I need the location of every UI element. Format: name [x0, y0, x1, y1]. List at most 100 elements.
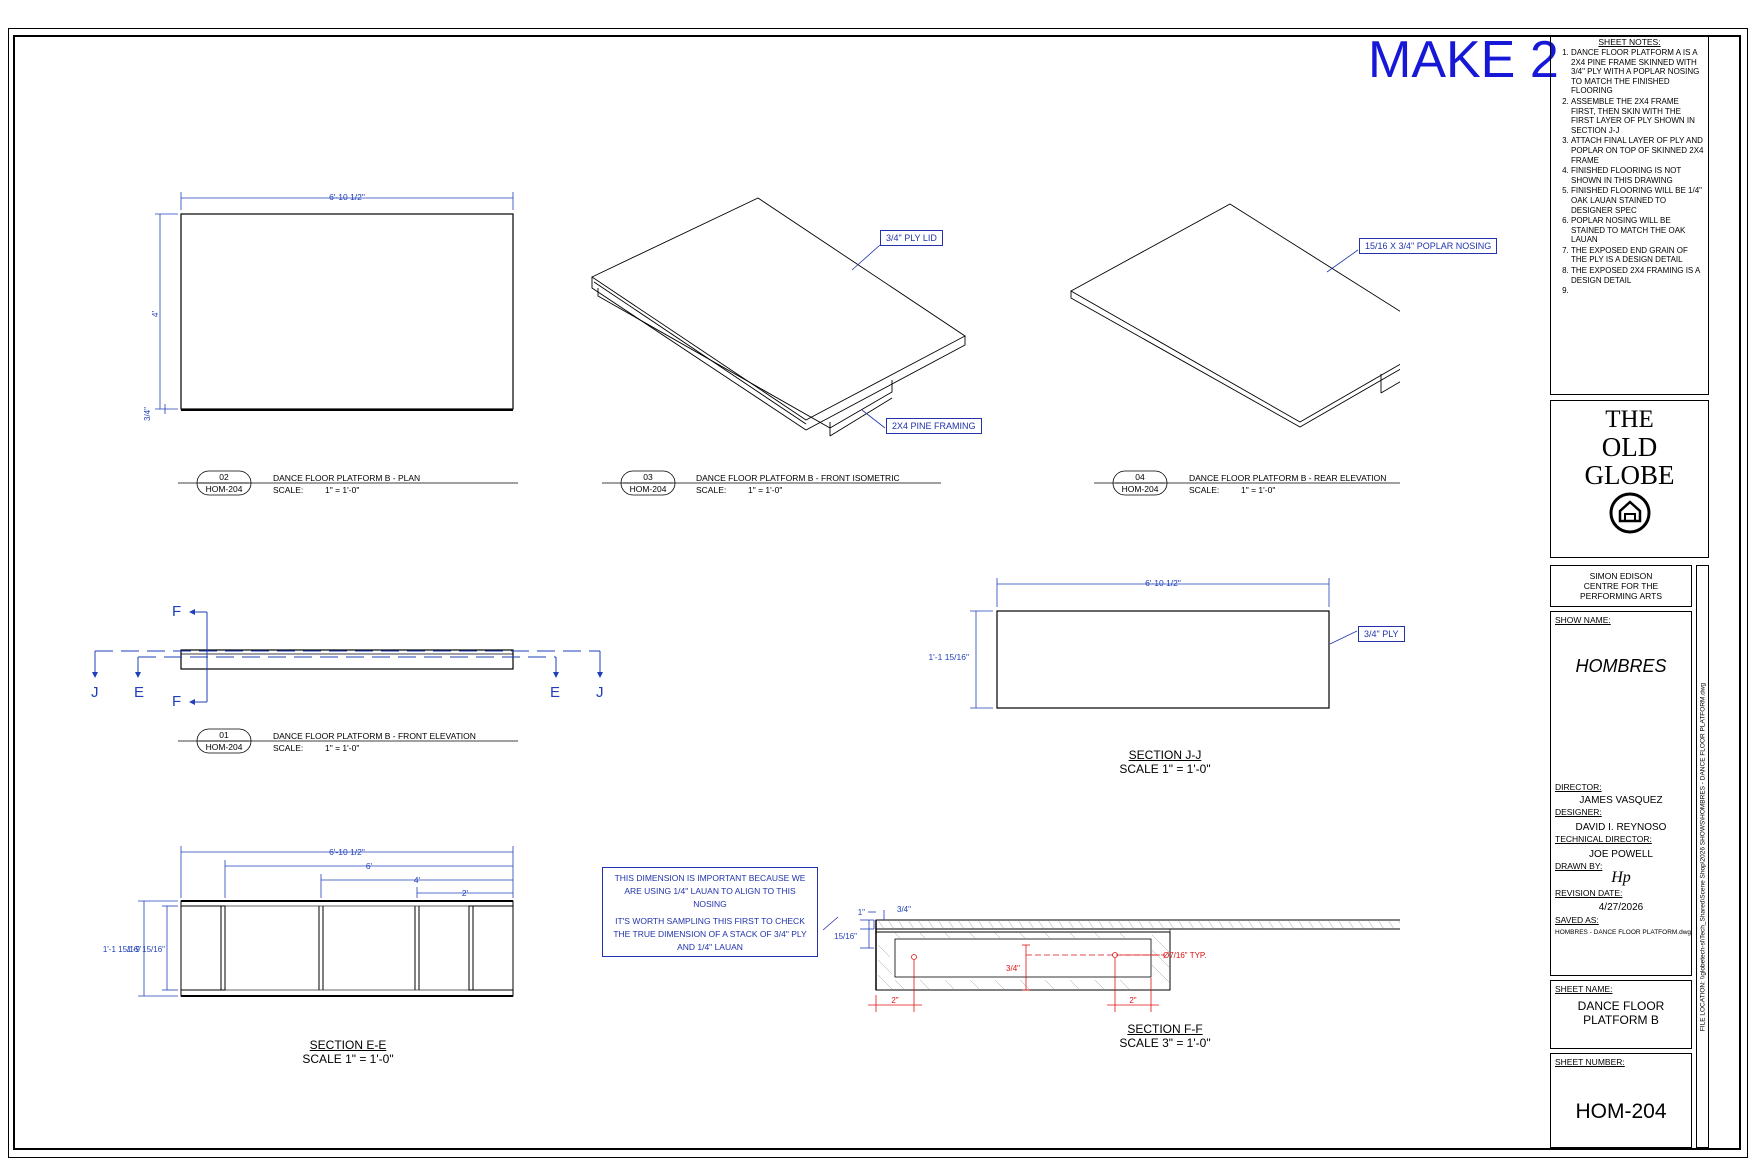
note-item: POPLAR NOSING WILL BE STAINED TO MATCH T…	[1571, 216, 1705, 245]
plan-dim-small: 3/4"	[143, 407, 152, 421]
director-label: DIRECTOR:	[1555, 782, 1602, 792]
ff-dim-34: 3/4"	[897, 905, 911, 914]
cut-label-e-left: E	[134, 684, 144, 701]
front-title-bubble	[178, 728, 518, 754]
section-jj-label: SECTION J-J SCALE 1" = 1'-0"	[1080, 748, 1250, 776]
designer-name: DAVID I. REYNOSO	[1575, 822, 1667, 833]
note-item: ASSEMBLE THE 2X4 FRAME FIRST, THEN SKIN …	[1571, 97, 1705, 135]
sheet-notes-list: DANCE FLOOR PLATFORM A IS A 2X4 PINE FRA…	[1554, 48, 1705, 296]
venue-box: SIMON EDISON CENTRE FOR THE PERFORMING A…	[1550, 565, 1692, 607]
cut-label-j-right: J	[596, 684, 604, 701]
ff-dim-1516: 15/16"	[834, 932, 857, 941]
cut-label-f-bottom: F	[172, 693, 181, 710]
plan-dim-width: 6'-10 1/2"	[329, 192, 365, 202]
sheet-number-box: SHEET NUMBER: HOM-204	[1550, 1053, 1692, 1148]
venue-line-3: PERFORMING ARTS	[1579, 591, 1663, 601]
jj-dim-width: 6'-10 1/2"	[1145, 578, 1181, 588]
ff-dim-1: 1"	[858, 908, 865, 917]
section-ff-red-dims	[868, 944, 1165, 1012]
td-label: TECHNICAL DIRECTOR:	[1555, 834, 1652, 844]
revision-date: 4/27/2026	[1598, 902, 1644, 913]
rear-scale: 1" = 1'-0"	[1241, 485, 1276, 495]
sheet-name-box: SHEET NAME: DANCE FLOOR PLATFORM B	[1550, 980, 1692, 1049]
front-view-number: 01	[219, 730, 229, 740]
sheet-name-label: SHEET NAME:	[1555, 984, 1613, 994]
globe-emblem-icon	[1609, 492, 1650, 534]
logo-line-3: GLOBE	[1584, 460, 1675, 490]
section-ff-hatch	[877, 919, 1400, 991]
plan-dim-height: 4'	[150, 310, 160, 317]
section-ff-label: SECTION F-F SCALE 3" = 1'-0"	[1080, 1022, 1250, 1050]
section-ee-title: SECTION E-E	[309, 1038, 387, 1052]
saved-as: HOMBRES - DANCE FLOOR PLATFORM.dwg	[1555, 929, 1692, 936]
designer-label: DESIGNER:	[1555, 807, 1602, 817]
front-scale: 1" = 1'-0"	[325, 743, 360, 753]
sheet-notes-title: SHEET NOTES:	[1598, 37, 1661, 47]
note-item: THE EXPOSED END GRAIN OF THE PLY IS A DE…	[1571, 246, 1705, 265]
callout-pine-framing: 2X4 PINE FRAMING	[886, 418, 982, 434]
sheet-name-1: DANCE FLOOR	[1577, 999, 1665, 1013]
rear-title-bubble	[1094, 470, 1400, 496]
show-name: HOMBRES	[1575, 656, 1667, 676]
section-ee	[180, 900, 514, 997]
venue-line-2: CENTRE FOR THE	[1583, 581, 1659, 591]
drawing-canvas: 6'-10 1/2" 4' 3/4"	[91, 192, 1400, 1012]
revision-label: REVISION DATE:	[1555, 888, 1623, 898]
note-item: FINISHED FLOORING WILL BE 1/4" OAK LAUAN…	[1571, 186, 1705, 215]
section-jj-title: SECTION J-J	[1128, 748, 1202, 762]
sheet-notes-panel: SHEET NOTES: DANCE FLOOR PLATFORM A IS A…	[1550, 35, 1709, 395]
plan-sheet-ref: HOM-204	[205, 484, 243, 494]
section-ee-label: SECTION E-E SCALE 1" = 1'-0"	[263, 1038, 433, 1066]
front-elevation	[180, 649, 514, 670]
cut-label-j-left: J	[91, 684, 99, 701]
section-ee-scale: SCALE 1" = 1'-0"	[302, 1052, 394, 1066]
note-item: THE EXPOSED 2X4 FRAMING IS A DESIGN DETA…	[1571, 266, 1705, 285]
ee-dim-4: 4'	[414, 875, 421, 885]
dimension-note-box: THIS DIMENSION IS IMPORTANT BECAUSE WE A…	[602, 867, 818, 957]
drawn-by: Hp	[1611, 869, 1631, 886]
iso-title-bubble	[602, 470, 941, 496]
sheet-name-2: PLATFORM B	[1583, 1013, 1659, 1027]
section-jj	[996, 610, 1330, 709]
file-location-strip: FILE LOCATION: \\globetech-sl\Tech_Share…	[1696, 565, 1709, 1148]
iso-scale: 1" = 1'-0"	[748, 485, 783, 495]
cut-label-f-top: F	[172, 603, 181, 620]
show-name-label: SHOW NAME:	[1555, 615, 1611, 625]
cut-lines	[92, 609, 603, 705]
note-item: FINISHED FLOORING IS NOT SHOWN IN THIS D…	[1571, 166, 1705, 185]
section-jj-scale: SCALE 1" = 1'-0"	[1119, 762, 1211, 776]
rear-view-number: 04	[1135, 472, 1145, 482]
rear-scale-label: SCALE:	[1189, 485, 1220, 495]
ee-dim-h1: 1'-1 15/16"	[103, 945, 141, 954]
logo-line-1: THE	[1605, 406, 1654, 433]
file-location: FILE LOCATION: \\globetech-sl\Tech_Share…	[1699, 682, 1706, 1031]
jj-dim-height: 1'-1 15/16"	[928, 652, 969, 662]
venue-line-1: SIMON EDISON	[1589, 571, 1653, 581]
sheet-outer-border	[8, 28, 1748, 1158]
iso-sheet-ref: HOM-204	[629, 484, 667, 494]
front-view-title: DANCE FLOOR PLATFORM B - FRONT ELEVATION	[273, 731, 476, 741]
note-item	[1571, 286, 1705, 296]
front-sheet-ref: HOM-204	[205, 742, 243, 752]
ee-dim-h2: 1'-9 15/16"	[127, 945, 165, 954]
old-globe-logo: THE OLD GLOBE	[1550, 400, 1709, 558]
note-line-2: IT'S WORTH SAMPLING THIS FIRST TO CHECK …	[613, 916, 807, 952]
iso-view	[591, 197, 966, 437]
callout-ply-lid: 3/4" PLY LID	[880, 230, 943, 246]
plan-view-title: DANCE FLOOR PLATFORM B - PLAN	[273, 473, 421, 483]
ff-dim-hole: Ø7/16" TYP.	[1163, 951, 1206, 960]
callout-ply: 3/4" PLY	[1358, 626, 1405, 642]
plan-scale-label: SCALE:	[273, 485, 304, 495]
plan-view-number: 02	[219, 472, 229, 482]
ee-dim-2: 2'	[462, 888, 469, 898]
ff-dim-34b: 3/4"	[1006, 964, 1020, 973]
logo-line-2: OLD	[1601, 432, 1658, 462]
make-label: MAKE 2	[1368, 31, 1559, 89]
rear-view	[1070, 203, 1400, 428]
iso-view-title: DANCE FLOOR PLATFORM B - FRONT ISOMETRIC	[696, 473, 900, 483]
iso-scale-label: SCALE:	[696, 485, 727, 495]
note-item: DANCE FLOOR PLATFORM A IS A 2X4 PINE FRA…	[1571, 48, 1705, 96]
plan-scale: 1" = 1'-0"	[325, 485, 360, 495]
front-scale-label: SCALE:	[273, 743, 304, 753]
cut-label-e-right: E	[550, 684, 560, 701]
